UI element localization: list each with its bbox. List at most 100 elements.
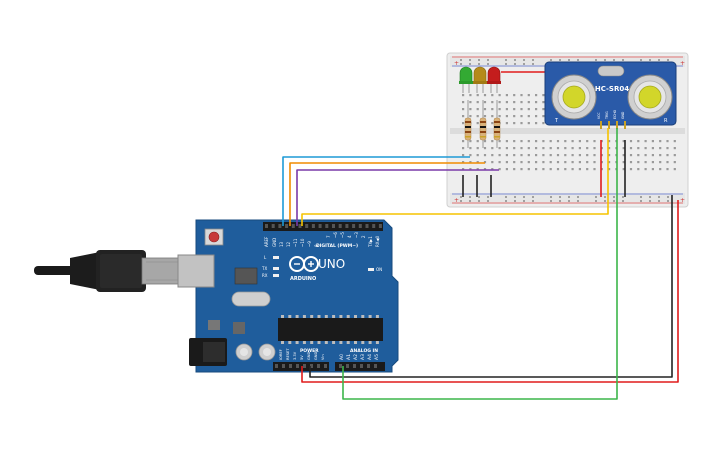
- arduino-logo-icon: [289, 256, 319, 272]
- chip-leg: [295, 315, 299, 318]
- breadboard-hole: [556, 168, 560, 171]
- pin-7-label: 7: [326, 235, 331, 238]
- breadboard-hole: [513, 94, 516, 97]
- pin-a0-label: A0: [339, 354, 345, 360]
- rail-hole: [514, 196, 516, 198]
- breadboard-hole: [666, 168, 669, 171]
- wires: [282, 128, 679, 400]
- chip-leg: [317, 315, 321, 318]
- breadboard-hole: [608, 161, 611, 164]
- rail-hole: [658, 59, 660, 61]
- breadboard-hole: [476, 154, 479, 157]
- header-hole: [374, 364, 377, 368]
- breadboard-hole: [593, 168, 596, 171]
- breadboard-hole: [622, 154, 625, 157]
- breadboard-hole: [498, 115, 501, 118]
- digital-header-holes: [265, 224, 382, 228]
- pin-6-label: ~6: [333, 232, 338, 238]
- pin-aref-label: AREF: [264, 236, 269, 247]
- power-header-holes: [275, 364, 377, 368]
- breadboard-hole: [586, 168, 589, 171]
- breadboard-hole: [637, 161, 640, 164]
- digital-label: DIGITAL (PWM~): [316, 243, 358, 249]
- breadboard-hole: [644, 161, 647, 164]
- breadboard-hole: [637, 147, 640, 150]
- pin-13-label: 13: [279, 241, 284, 247]
- rail-hole: [532, 63, 534, 65]
- rail-hole: [658, 200, 660, 202]
- breadboard-hole: [498, 94, 501, 97]
- breadboard-hole: [505, 108, 508, 111]
- breadboard-hole: [462, 147, 465, 150]
- atmega-chip: [278, 318, 383, 341]
- breadboard-hole: [505, 154, 508, 157]
- breadboard-hole: [520, 101, 523, 104]
- breadboard-hole: [505, 115, 508, 118]
- pin-12-label: 12: [286, 241, 291, 247]
- pin-reset-label: RESET: [286, 348, 290, 360]
- chip-leg: [310, 315, 314, 318]
- breadboard-hole: [578, 161, 581, 164]
- header-hole: [285, 224, 289, 228]
- rail-hole: [523, 63, 525, 65]
- rail-hole: [577, 200, 579, 202]
- small-chip: [233, 322, 245, 334]
- breadboard-hole: [629, 140, 633, 143]
- wire-red-main: [301, 200, 679, 383]
- breadboard-hole: [505, 168, 508, 171]
- breadboard-hole: [608, 140, 611, 143]
- pin-10-label: ~10: [300, 238, 305, 247]
- breadboard-hole: [520, 154, 523, 157]
- breadboard-hole: [476, 115, 479, 118]
- breadboard-hole: [578, 168, 581, 171]
- breadboard-hole: [556, 147, 560, 150]
- led-green: [459, 66, 473, 93]
- header-hole: [303, 364, 306, 368]
- breadboard-hole: [513, 122, 516, 125]
- rail-hole: [595, 59, 597, 61]
- breadboard-hole: [542, 115, 545, 118]
- voltage-regulator: [234, 267, 258, 285]
- header-hole: [291, 224, 295, 228]
- breadboard-hole: [586, 161, 589, 164]
- breadboard-hole: [483, 154, 487, 157]
- breadboard-hole: [520, 122, 523, 125]
- breadboard-hole: [564, 168, 567, 171]
- breadboard-hole: [483, 108, 487, 111]
- rail-hole: [550, 59, 552, 61]
- breadboard-hole: [483, 94, 487, 97]
- breadboard-hole: [527, 108, 530, 111]
- rail-hole: [460, 63, 462, 65]
- breadboard-hole: [629, 154, 633, 157]
- breadboard-hole: [520, 108, 523, 111]
- breadboard-hole: [535, 101, 538, 104]
- chip-leg: [339, 315, 343, 318]
- led-tx: [273, 267, 279, 270]
- breadboard-hole: [608, 147, 611, 150]
- rail-hole: [532, 200, 534, 202]
- breadboard-hole: [476, 168, 479, 171]
- rail-plus-label-right-bottom: +: [680, 197, 685, 204]
- wire-black-main: [309, 195, 673, 378]
- breadboard-hole: [535, 168, 538, 171]
- chip-leg: [288, 315, 292, 318]
- wire-green: [342, 128, 618, 400]
- breadboard-hole: [659, 161, 662, 164]
- breadboard-hole: [469, 115, 472, 118]
- rail-hole: [568, 59, 570, 61]
- breadboard-hole: [542, 94, 545, 97]
- rail-hole: [505, 200, 507, 202]
- breadboard-hole: [483, 161, 487, 164]
- chip-leg: [281, 341, 284, 344]
- rail-hole: [478, 196, 480, 198]
- chip-leg: [361, 315, 365, 318]
- bottom-power-rail: [450, 193, 685, 204]
- breadboard-hole: [578, 147, 581, 150]
- header-hole: [310, 364, 313, 368]
- rail-hole: [658, 196, 660, 198]
- breadboard-hole: [586, 154, 589, 157]
- breadboard-hole: [564, 154, 567, 157]
- rail-hole: [559, 196, 561, 198]
- rail-hole: [550, 200, 552, 202]
